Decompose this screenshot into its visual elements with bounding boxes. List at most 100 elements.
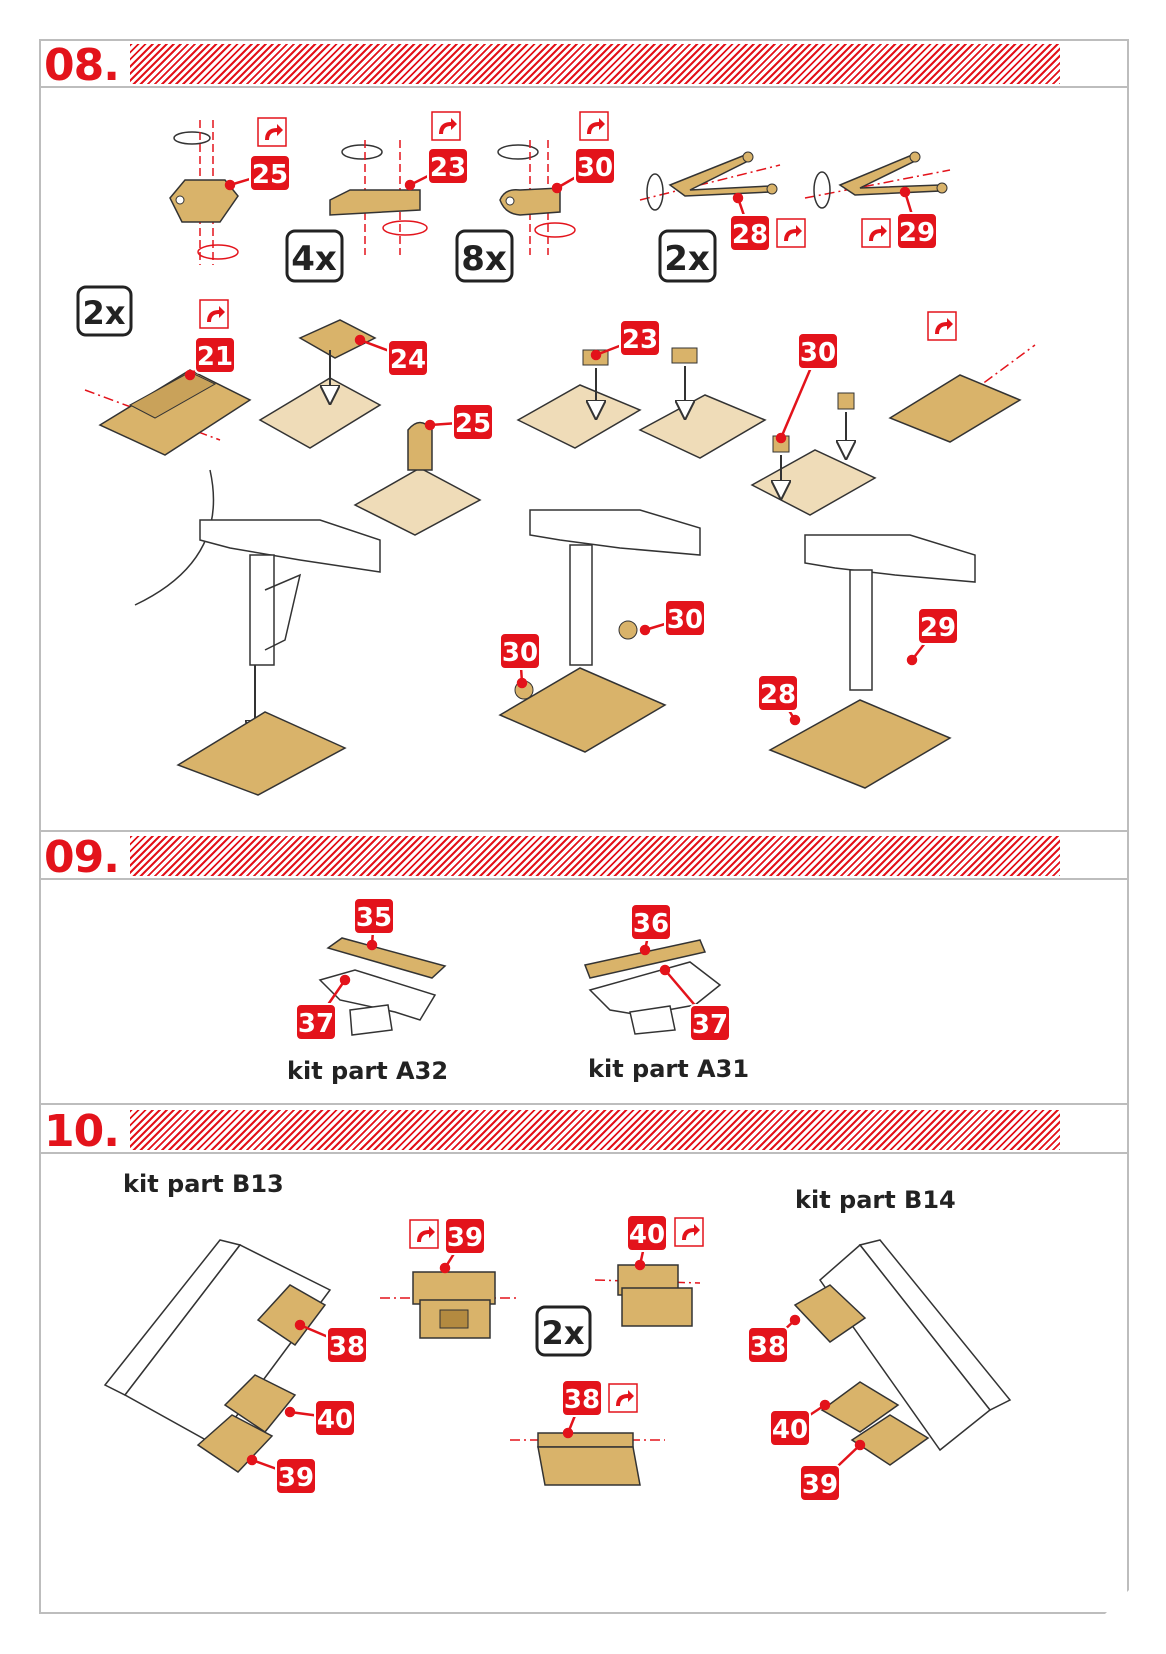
part-number: 40 <box>772 1415 808 1445</box>
multiplier-box-2x: 2x <box>658 229 717 283</box>
part-callout-box: 30 <box>499 632 541 670</box>
kit-part-label-b13: kit part B13 <box>123 1170 284 1198</box>
part-number: 40 <box>317 1405 353 1435</box>
callout-anchor-dot <box>899 186 911 198</box>
step-10-header-rule <box>39 1152 1129 1154</box>
flip-part-icon <box>927 311 957 341</box>
part-callout-box: 30 <box>574 147 616 185</box>
part-callout-box: 29 <box>917 607 959 645</box>
part-callout-box: 25 <box>249 154 291 192</box>
callout-anchor-dot <box>551 182 563 194</box>
callout-anchor-dot <box>284 1406 296 1418</box>
svg-text:4x: 4x <box>291 239 337 279</box>
part-callout-box: 37 <box>295 1003 337 1041</box>
callout-anchor-dot <box>854 1439 866 1451</box>
callout-anchor-dot <box>639 624 651 636</box>
page-frame <box>39 39 1129 1614</box>
part-number: 39 <box>447 1223 483 1253</box>
part-number: 39 <box>802 1470 838 1500</box>
part-callout-box: 30 <box>664 599 706 637</box>
part-number: 30 <box>577 153 613 183</box>
callout-anchor-dot <box>906 654 918 666</box>
callout-anchor-dot <box>775 432 787 444</box>
part-number: 28 <box>760 680 796 710</box>
step-10-hatch-bar <box>130 1110 1060 1150</box>
callout-anchor-dot <box>590 349 602 361</box>
callout-anchor-dot <box>659 964 671 976</box>
part-number: 38 <box>329 1332 365 1362</box>
svg-text:2x: 2x <box>83 294 126 332</box>
part-number: 39 <box>278 1463 314 1493</box>
svg-text:8x: 8x <box>461 239 507 279</box>
part-callout-box: 28 <box>757 674 799 712</box>
part-callout-box: 40 <box>314 1399 356 1437</box>
flip-part-icon <box>431 111 461 141</box>
part-callout-box: 40 <box>769 1409 811 1447</box>
part-callout-box: 36 <box>630 903 672 941</box>
part-number: 36 <box>633 909 669 939</box>
kit-part-label-a31: kit part A31 <box>588 1055 750 1083</box>
part-callout-box: 38 <box>326 1326 368 1364</box>
part-callout-box: 21 <box>194 336 236 374</box>
plate-final-fold <box>888 344 1036 443</box>
flip-part-icon <box>608 1383 638 1413</box>
plate-24-assembly <box>258 319 382 449</box>
panel-38-fold <box>510 1432 665 1486</box>
part-callout-box: 28 <box>729 214 771 252</box>
step-09-hatch-bar <box>130 836 1060 876</box>
callout-anchor-dot <box>224 179 236 191</box>
part-callout-box: 39 <box>444 1217 486 1255</box>
part-number: 38 <box>564 1385 600 1415</box>
callout-anchor-dot <box>562 1427 574 1439</box>
callout-anchor-dot <box>184 369 196 381</box>
multiplier-box-2x-second: 2x <box>76 285 133 337</box>
part-number: 30 <box>800 338 836 368</box>
part-callout-box: 37 <box>689 1004 731 1042</box>
callout-anchor-dot <box>246 1454 258 1466</box>
page-corner-fold <box>1105 1590 1129 1614</box>
part-25-sketch <box>169 120 239 265</box>
flip-part-icon <box>579 111 609 141</box>
plate-21-fold <box>84 369 252 456</box>
flip-part-icon <box>199 299 229 329</box>
callout-leader-lines <box>184 164 939 1484</box>
flip-icons <box>199 111 957 1413</box>
part-callout-box: 25 <box>452 403 494 441</box>
landing-gear-middle <box>498 509 701 753</box>
flip-part-icon <box>861 218 891 248</box>
part-number: 37 <box>692 1010 728 1040</box>
plate-30-assembly-pair <box>750 392 877 516</box>
step-number-09: 09. <box>44 832 120 883</box>
kit-part-label-b14: kit part B14 <box>795 1186 956 1214</box>
part-callout-box: 30 <box>797 332 839 370</box>
callout-anchor-dot <box>639 944 651 956</box>
panel-40-fold <box>594 1264 701 1327</box>
plate-25-assembly <box>353 421 482 536</box>
multiplier-box-8x: 8x <box>455 229 514 283</box>
part-callout-box: 38 <box>747 1326 789 1364</box>
step-number-10: 10. <box>44 1106 120 1157</box>
panel-39-fold <box>380 1271 520 1339</box>
callout-anchor-dot <box>366 939 378 951</box>
part-callout-box: 35 <box>353 897 395 935</box>
part-number: 25 <box>455 409 491 439</box>
part-number: 25 <box>252 160 288 190</box>
callout-anchor-dot <box>789 714 801 726</box>
part-callout-box: 40 <box>626 1214 668 1252</box>
part-callout-box: 29 <box>896 212 938 250</box>
svg-text:2x: 2x <box>542 1314 585 1352</box>
part-number: 21 <box>197 342 233 372</box>
landing-gear-right <box>768 534 976 789</box>
frame-b14-assembly <box>793 1239 1012 1466</box>
flip-part-icon <box>674 1217 704 1247</box>
part-number: 35 <box>356 903 392 933</box>
part-callout-box: 39 <box>275 1457 317 1495</box>
landing-gear-left <box>134 469 381 796</box>
part-callout-box: 39 <box>799 1464 841 1502</box>
part-number: 23 <box>430 153 466 183</box>
bracket-a32-assembly <box>318 937 447 1036</box>
callout-anchor-dot <box>439 1262 451 1274</box>
callout-anchor-dot <box>732 192 744 204</box>
